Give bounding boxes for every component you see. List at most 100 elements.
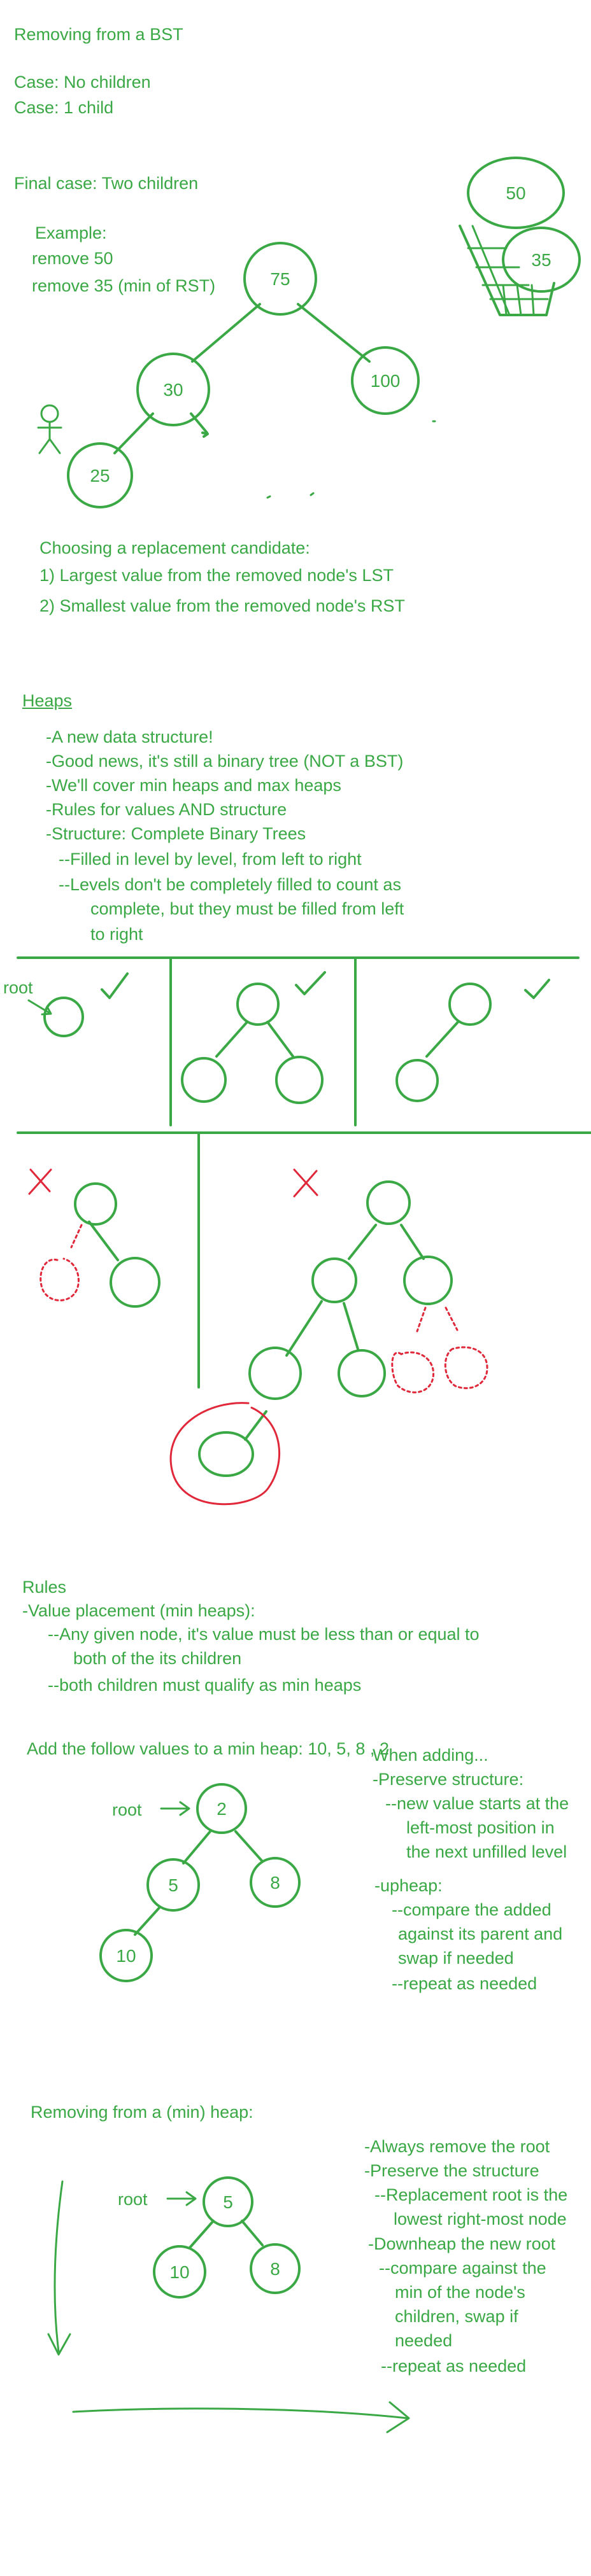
right-arrow-icon — [72, 2401, 410, 2433]
heaps-line: -Structure: Complete Binary Trees — [46, 824, 306, 843]
remove-note: needed — [395, 2331, 453, 2350]
tree-edge — [190, 412, 208, 434]
add-note: the next unfilled level — [406, 1842, 567, 1861]
heaps-line: -We'll cover min heaps and max heaps — [46, 776, 341, 795]
heap-node-8 — [250, 2243, 301, 2294]
remove-50: remove 50 — [32, 249, 113, 268]
case-no-children: Case: No children — [14, 73, 151, 92]
case-one-child: Case: 1 child — [14, 98, 114, 117]
removed-node-35 — [502, 227, 581, 293]
add-prompt: Add the follow values to a min heap: 10,… — [27, 1739, 389, 1758]
missing-node — [391, 1351, 434, 1394]
example-label: Example: — [35, 223, 107, 242]
bst-example-tree: 75 30 100 25 — [67, 242, 420, 508]
node-label: 10 — [169, 2262, 189, 2282]
node-label: 35 — [531, 250, 551, 270]
node-label: 8 — [270, 2259, 280, 2279]
add-note: --new value starts at the — [385, 1794, 569, 1813]
trash-can-icon: 50 35 — [459, 157, 581, 316]
problem-circle — [169, 1402, 280, 1506]
remove-note: --compare against the — [379, 2258, 546, 2278]
rules-any-node-1: --Any given node, it's value must be les… — [48, 1625, 480, 1644]
stray-mark — [266, 495, 271, 499]
final-case: Final case: Two children — [14, 174, 199, 193]
add-note: left-most position in — [406, 1818, 555, 1837]
heap-node-8 — [250, 1857, 301, 1908]
remove-title: Removing from a (min) heap: — [31, 2103, 253, 2122]
tree-node-75 — [243, 242, 317, 316]
add-example-heap: 2 5 8 10 — [99, 1783, 301, 1982]
remove-note: min of the node's — [395, 2283, 525, 2302]
rules-both-children: --both children must qualify as min heap… — [48, 1676, 362, 1695]
remove-note: lowest right-most node — [394, 2209, 567, 2229]
tree-edge — [113, 412, 154, 454]
heap-node-2 — [196, 1783, 247, 1834]
add-note: --repeat as needed — [392, 1974, 538, 1993]
remove-example-heap: 5 10 8 — [153, 2176, 301, 2299]
replacement-option-2: 2) Smallest value from the removed node'… — [39, 596, 405, 615]
stick-figure-icon — [37, 404, 62, 454]
node-label: 2 — [217, 1799, 227, 1819]
heaps-line: --Filled in level by level, from left to… — [59, 850, 362, 869]
add-note: -upheap: — [374, 1876, 443, 1895]
bst-title: Removing from a BST — [14, 25, 183, 44]
replacement-title: Choosing a replacement candidate: — [39, 538, 310, 557]
example-full-tree — [181, 971, 326, 1104]
heaps-line: -Good news, it's still a binary tree (NO… — [46, 752, 404, 771]
removed-node-50 — [467, 157, 565, 229]
heaps-line: complete, but they must be filled from l… — [90, 899, 404, 918]
example-invalid-tree-1 — [28, 1168, 160, 1308]
remove-note: --Replacement root is the — [374, 2185, 568, 2204]
rules-title: Rules — [22, 1578, 67, 1597]
node-label: 5 — [168, 1875, 178, 1895]
node-label: 100 — [371, 371, 401, 391]
remove-note: -Downheap the new root — [368, 2234, 556, 2253]
tree-edge — [191, 303, 261, 363]
arrow-tip — [201, 431, 209, 438]
example-left-child-tree — [395, 979, 550, 1102]
remove-note: -Preserve the structure — [364, 2161, 539, 2180]
root-label: root — [3, 978, 33, 997]
node-label: 10 — [116, 1946, 136, 1966]
node-label: 25 — [90, 466, 110, 486]
node-label: 8 — [270, 1873, 280, 1893]
remove-35: remove 35 (min of RST) — [32, 276, 216, 295]
tree-node-30 — [136, 353, 210, 426]
replacement-option-1: 1) Largest value from the removed node's… — [39, 566, 394, 585]
heaps-line: --Levels don't be completely filled to c… — [59, 875, 401, 894]
heaps-line: to right — [90, 925, 143, 944]
heaps-line: -Rules for values AND structure — [46, 800, 287, 819]
tree-node-100 — [351, 346, 420, 415]
rules-any-node-2: both of the its children — [73, 1649, 242, 1668]
heap-node-5 — [146, 1858, 200, 1912]
heaps-line: -A new data structure! — [46, 727, 213, 746]
complete-tree-examples-grid — [17, 956, 591, 1389]
x-mark-icon — [28, 1168, 52, 1195]
remove-root-label: root — [118, 2190, 148, 2209]
check-mark-icon — [295, 971, 326, 995]
add-note: --compare the added — [392, 1900, 552, 1919]
add-note: against its parent and — [398, 1924, 563, 1943]
check-mark-icon — [101, 972, 129, 999]
example-invalid-tree-2 — [169, 1168, 488, 1506]
node-label: 5 — [223, 2192, 233, 2212]
missing-node — [444, 1346, 488, 1389]
add-root-label: root — [112, 1800, 142, 1819]
tree-node-25 — [67, 442, 133, 508]
tree-edge — [297, 303, 371, 363]
node-label: 30 — [163, 380, 183, 400]
remove-note: children, swap if — [395, 2307, 518, 2326]
add-note: swap if needed — [398, 1949, 514, 1968]
heap-node-5 — [203, 2176, 253, 2227]
remove-note: -Always remove the root — [364, 2137, 550, 2156]
remove-note: --repeat as needed — [381, 2356, 527, 2376]
x-mark-icon — [293, 1168, 318, 1198]
check-mark-icon — [524, 979, 550, 999]
stray-mark — [310, 492, 315, 496]
node-label: 50 — [506, 183, 525, 203]
example-single-node — [27, 972, 129, 1037]
missing-node — [39, 1257, 80, 1301]
rules-value-placement: -Value placement (min heaps): — [22, 1601, 255, 1620]
add-note: -Preserve structure: — [373, 1770, 524, 1789]
